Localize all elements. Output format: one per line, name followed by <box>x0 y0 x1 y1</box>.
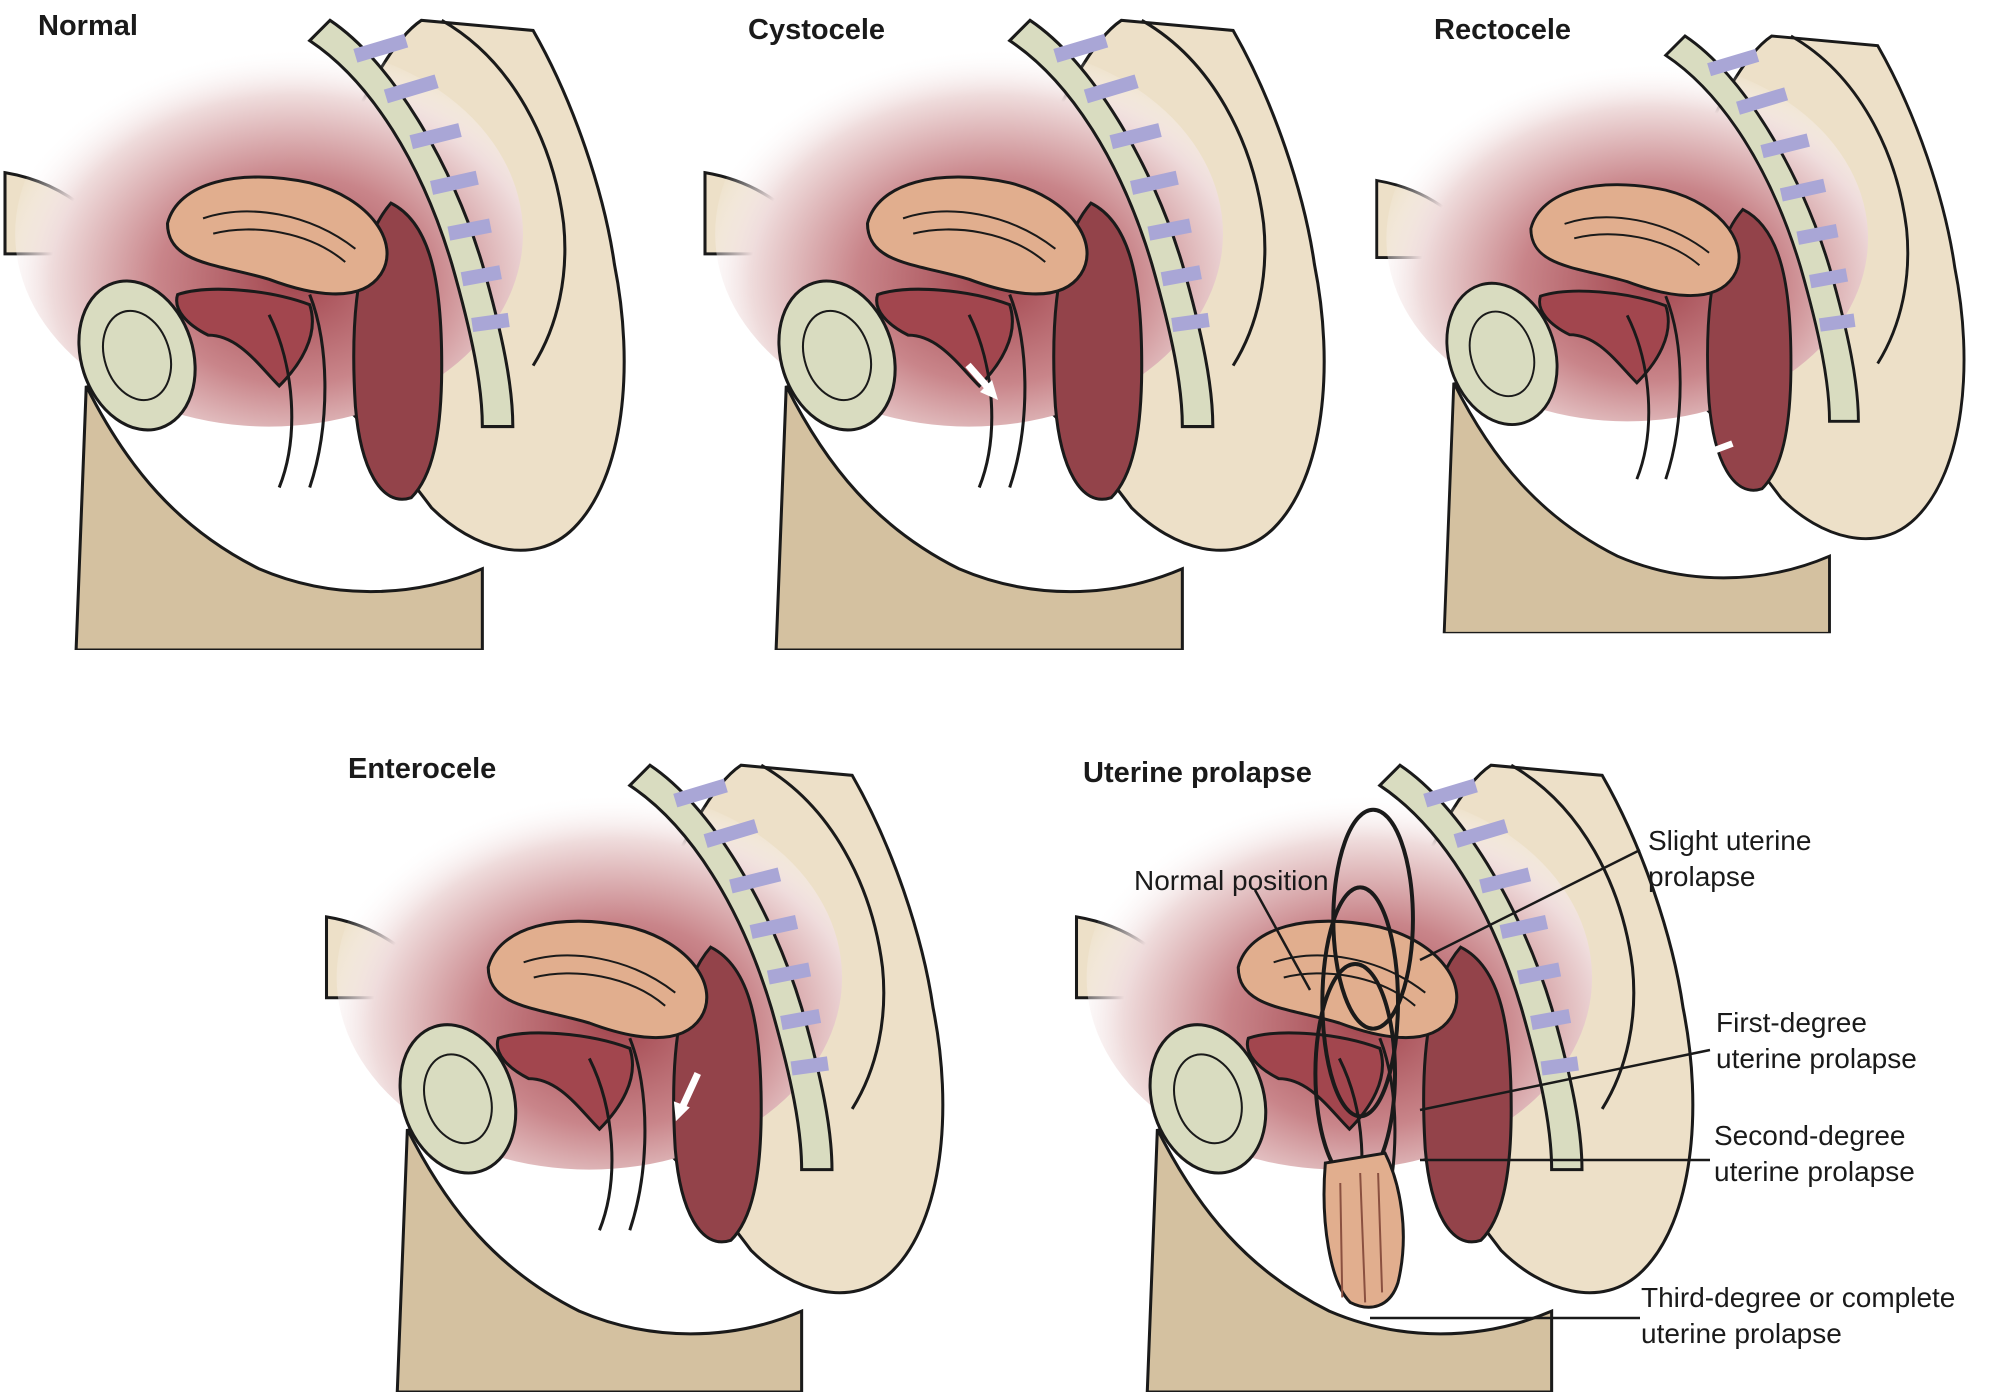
leader-normal-position <box>1253 889 1312 991</box>
uterine-prolapse-anatomy-illustration <box>1070 745 1730 1392</box>
leader-first-degree <box>1419 1048 1711 1112</box>
label-normal-position: Normal position <box>1134 865 1329 896</box>
panel-uterine-prolapse: Uterine prolapse Normal position Slight … <box>1070 745 1998 1392</box>
panel-normal: Normal <box>0 0 660 650</box>
label-slight-prolapse-line1: Slight uterine <box>1648 825 1812 856</box>
panel-enterocele: Enterocele <box>320 745 980 1392</box>
label-third-degree-line1: Third-degree or complete <box>1641 1282 1956 1313</box>
panel-title-uterine-prolapse: Uterine prolapse <box>1083 757 1312 789</box>
label-first-degree-line2: uterine prolapse <box>1716 1043 1917 1074</box>
panel-title-enterocele: Enterocele <box>348 753 497 785</box>
first-degree-outline <box>1320 885 1400 1119</box>
label-first-degree-line1: First-degree <box>1716 1007 1867 1038</box>
rectocele-anatomy-illustration <box>1372 0 1998 650</box>
panel-rectocele: Rectocele <box>1372 0 1998 650</box>
panel-title-normal: Normal <box>38 10 138 42</box>
cystocele-anatomy-illustration <box>700 0 1360 650</box>
panel-title-cystocele: Cystocele <box>748 14 886 46</box>
panel-title-rectocele: Rectocele <box>1434 14 1572 46</box>
third-degree-outline <box>1322 1151 1405 1309</box>
enterocele-anatomy-illustration <box>320 745 980 1392</box>
panel-cystocele: Cystocele <box>700 0 1360 650</box>
enterocele-arrow-icon <box>678 1072 701 1110</box>
label-third-degree-line2: uterine prolapse <box>1641 1318 1842 1349</box>
leader-slight-prolapse <box>1419 848 1641 962</box>
label-second-degree-line1: Second-degree <box>1714 1120 1906 1151</box>
label-slight-prolapse-line2: prolapse <box>1648 861 1756 892</box>
label-second-degree-line2: uterine prolapse <box>1714 1156 1915 1187</box>
